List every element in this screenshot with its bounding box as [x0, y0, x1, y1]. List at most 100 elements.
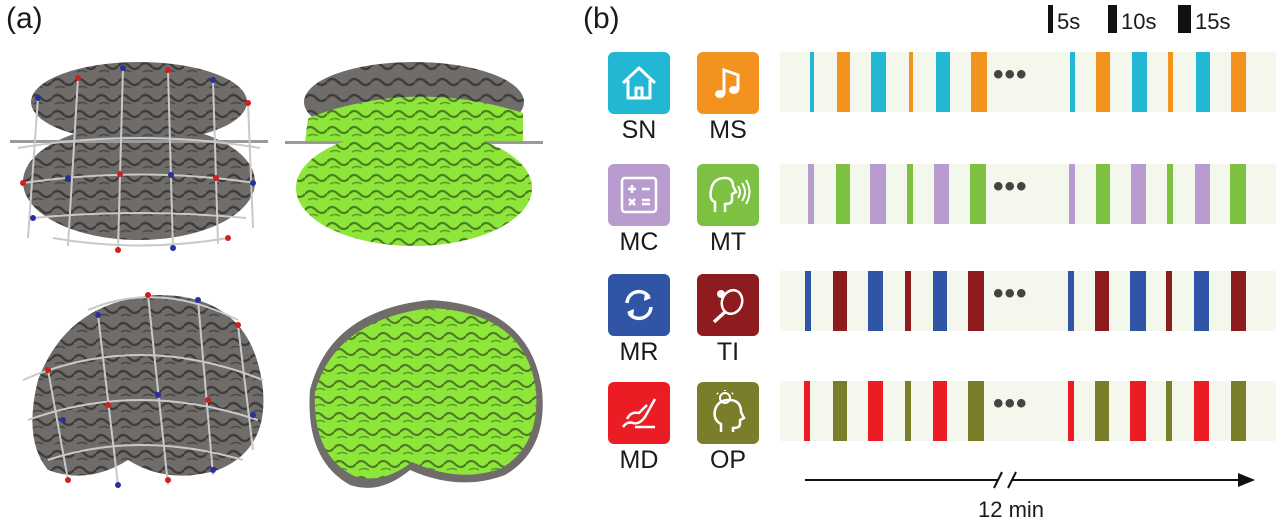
- block-bar-md: [1194, 381, 1209, 441]
- task-sn: SN: [608, 52, 670, 144]
- block-bar-ti: [833, 271, 847, 331]
- block-bar-ms: [837, 52, 850, 112]
- axis-break-mark: [993, 471, 1003, 489]
- task-code: OP: [709, 446, 747, 474]
- music-note-icon: [715, 67, 740, 98]
- block-strip-mc-mt: •••: [780, 164, 1276, 224]
- block-bar-op: [1231, 381, 1246, 441]
- block-bar-mc: [808, 164, 814, 224]
- task-mc: MC: [608, 164, 670, 256]
- block-bar-mr: [1068, 271, 1074, 331]
- task-op: OP: [697, 382, 759, 474]
- task-code: MD: [619, 446, 659, 474]
- ellipsis: •••: [993, 277, 1028, 310]
- legend-bar-10s: [1108, 5, 1117, 33]
- block-bar-ms: [971, 52, 987, 112]
- ellipsis: •••: [993, 387, 1028, 420]
- block-bar-op: [905, 381, 911, 441]
- task-code: MC: [619, 228, 659, 256]
- block-bar-mr: [805, 271, 811, 331]
- task-mt: MT: [697, 164, 759, 256]
- task-ti: TI: [697, 274, 759, 366]
- speaking-head-icon: [709, 176, 751, 212]
- brain-side-view-with-optode-grid: [22, 292, 264, 488]
- block-bar-mc: [934, 164, 949, 224]
- ellipsis: •••: [993, 58, 1028, 91]
- brain-side-view-activation: [309, 300, 543, 488]
- task-mr: MR: [608, 274, 670, 366]
- block-bar-ms: [1096, 52, 1110, 112]
- legend-label: 15s: [1195, 9, 1231, 34]
- block-bar-md: [1068, 381, 1074, 441]
- block-bar-mr: [868, 271, 883, 331]
- block-bar-op: [833, 381, 847, 441]
- block-bar-ti: [1166, 271, 1172, 331]
- arrow-head: [1238, 473, 1255, 487]
- block-bar-mt: [907, 164, 913, 224]
- block-strip-md-op: •••: [780, 381, 1276, 441]
- task-code: SN: [621, 116, 657, 144]
- block-bar-mt: [1167, 164, 1173, 224]
- timeline-arrow: [805, 471, 1255, 489]
- panel-label-b: (b): [583, 2, 620, 35]
- task-icon-tile: [608, 274, 670, 336]
- block-bar-ti: [968, 271, 984, 331]
- block-bar-mc: [1131, 164, 1146, 224]
- block-bar-sn: [936, 52, 950, 112]
- task-code: MR: [619, 338, 659, 366]
- block-bar-mr: [1130, 271, 1146, 331]
- task-icon-tile: [608, 164, 670, 226]
- legend-label: 5s: [1057, 9, 1081, 34]
- legend-label: 10s: [1121, 9, 1157, 34]
- task-icon-tile: [697, 274, 759, 336]
- ellipsis: •••: [993, 170, 1028, 203]
- panel-label-a: (a): [6, 2, 43, 35]
- block-bar-mt: [1096, 164, 1110, 224]
- block-strip-mr-ti: •••: [780, 271, 1276, 331]
- block-bar-op: [1166, 381, 1172, 441]
- rotation-arrows-icon: [625, 289, 653, 321]
- drawing-hand-icon: [621, 398, 657, 429]
- block-bar-ms: [1231, 52, 1246, 112]
- block-bar-ms: [909, 52, 913, 112]
- task-code: MS: [709, 116, 747, 144]
- block-bar-sn: [1070, 52, 1075, 112]
- block-bar-op: [1095, 381, 1109, 441]
- block-bar-ms: [1168, 52, 1173, 112]
- task-icon-tile: [697, 164, 759, 226]
- block-bar-ti: [905, 271, 911, 331]
- calculator-icon: [620, 176, 658, 214]
- block-bar-mc: [1069, 164, 1075, 224]
- timeline-duration-label: 12 min: [978, 497, 1045, 522]
- block-strip-sn-ms: •••: [780, 52, 1276, 112]
- task-code: MT: [709, 228, 747, 256]
- block-bar-mt: [970, 164, 986, 224]
- task-icon-tile: [697, 52, 759, 114]
- brain-top-view-activation: [285, 62, 543, 246]
- axis-break-mark: [1007, 471, 1017, 489]
- task-icon-tile: [608, 52, 670, 114]
- tennis-racket-icon: [712, 288, 744, 324]
- task-icon-tile: [608, 382, 670, 444]
- task-code: TI: [716, 338, 740, 366]
- legend-bar-15s: [1178, 5, 1191, 33]
- block-bar-md: [868, 381, 883, 441]
- block-bar-md: [1130, 381, 1146, 441]
- task-ms: MS: [697, 52, 759, 144]
- block-bar-md: [804, 381, 810, 441]
- block-bar-mc: [1195, 164, 1210, 224]
- task-icon-tile: [697, 382, 759, 444]
- block-bar-mt: [1230, 164, 1246, 224]
- block-bar-mr: [933, 271, 947, 331]
- block-bar-ti: [1095, 271, 1109, 331]
- task-md: MD: [608, 382, 670, 474]
- block-bar-mr: [1194, 271, 1209, 331]
- block-bar-mt: [836, 164, 850, 224]
- block-bar-sn: [1196, 52, 1210, 112]
- house-icon: [621, 66, 657, 100]
- block-bar-sn: [810, 52, 814, 112]
- block-bar-op: [968, 381, 984, 441]
- lightbulb-head-icon: [713, 390, 746, 432]
- block-bar-ti: [1231, 271, 1246, 331]
- legend-bar-5s: [1048, 5, 1053, 33]
